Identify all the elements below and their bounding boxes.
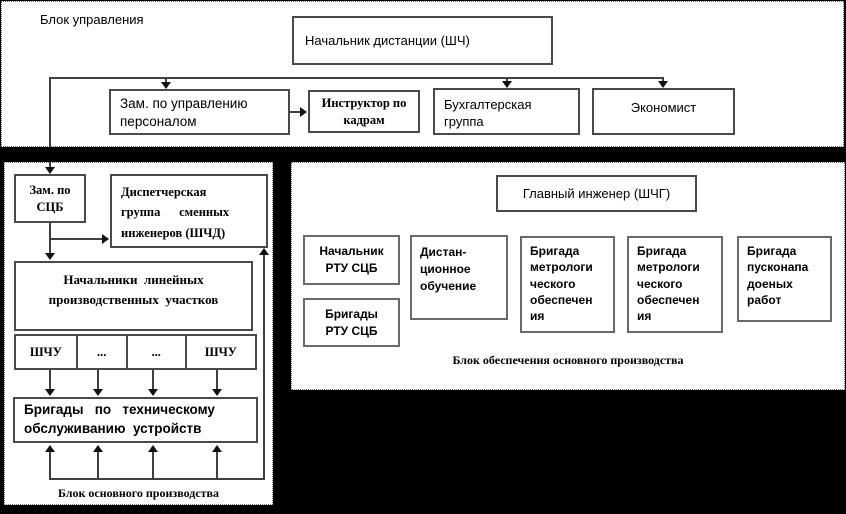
- connector-shchu-drop: [49, 370, 51, 389]
- connector-bus-left-drop: [49, 77, 51, 147]
- connector-up-stem: [216, 452, 218, 479]
- connector-up-stem: [49, 452, 51, 479]
- arrowhead-to-accounting: [502, 81, 512, 88]
- connector-up-stem: [97, 452, 99, 479]
- connector-shchu-drop: [152, 370, 154, 389]
- shchu-row: ШЧУ ... ... ШЧУ: [14, 334, 257, 370]
- arrowhead-to-brigades: [45, 389, 55, 396]
- arrowhead-to-economist: [658, 81, 668, 88]
- arrowhead-to-brigades: [148, 389, 158, 396]
- box-chief-shch: Начальник дистанции (ШЧ): [292, 16, 553, 65]
- arrowhead-to-brigades: [93, 389, 103, 396]
- connector-up-stem: [152, 452, 154, 479]
- arrowhead-up-to-brigades: [93, 445, 103, 452]
- management-block-label: Блок управления: [40, 12, 144, 27]
- connector-feedback-bottom: [49, 478, 265, 480]
- arrowhead-up-to-brigades: [212, 445, 222, 452]
- box-rtu-brigades: Бригады РТУ СЦБ: [303, 298, 400, 347]
- box-deputy-scb: Зам. по СЦБ: [14, 174, 86, 223]
- box-deputy-hr: Зам. по управлению персоналом: [109, 89, 290, 135]
- connector-stem-deputy-hr: [165, 79, 167, 83]
- connector-feedback-right: [263, 255, 265, 479]
- box-metrology-brigade-2: Бригада метрологи ческого обеспечен ия: [627, 236, 723, 333]
- arrowhead-up-to-brigades: [148, 445, 158, 452]
- box-chief-engineer: Главный инженер (ШЧГ): [496, 175, 697, 212]
- box-rtu-chief: Начальник РТУ СЦБ: [303, 235, 400, 285]
- box-metrology-brigade-1: Бригада метрологи ческого обеспечен ия: [520, 236, 615, 333]
- box-line-chiefs: Начальники линейных производственных уча…: [14, 261, 253, 331]
- shchu-cell-ellipsis: ...: [128, 336, 187, 368]
- arrowhead-to-dispatch-bottom: [259, 248, 269, 255]
- connector-scb-down: [49, 223, 51, 240]
- connector-entry-drop: [49, 162, 51, 168]
- shchu-cell: ШЧУ: [16, 336, 78, 368]
- box-accounting-group: Бухгалтерская группа: [433, 88, 580, 135]
- arrowhead-to-instructor: [300, 107, 307, 117]
- arrowhead-to-dispatch: [102, 234, 109, 244]
- arrowhead-to-deputy-scb: [45, 167, 55, 174]
- arrowhead-to-brigades: [212, 389, 222, 396]
- connector-shchu-drop: [97, 370, 99, 389]
- connector-deputy-to-instructor: [290, 111, 302, 113]
- connector-shchu-drop: [216, 370, 218, 389]
- box-hr-instructor: Инструктор по кадрам: [308, 90, 420, 133]
- arrowhead-up-to-brigades: [45, 445, 55, 452]
- main-production-label: Блок основного производства: [57, 486, 220, 500]
- connector-scb-continue: [49, 238, 51, 254]
- box-economist: Экономист: [592, 88, 735, 135]
- support-block-label: Блок обеспечения основного производства: [452, 353, 684, 367]
- connector-bus-horizontal: [49, 77, 664, 79]
- box-distance-learning: Дистан- ционное обучение: [410, 235, 508, 320]
- arrowhead-to-line-chiefs: [45, 253, 55, 260]
- arrowhead-to-deputy-hr: [161, 82, 171, 89]
- shchu-cell-ellipsis: ...: [78, 336, 128, 368]
- box-dispatch-group: Диспетчерская группа сменных инженеров (…: [110, 174, 268, 248]
- shchu-cell: ШЧУ: [204, 344, 237, 359]
- box-commissioning-brigade: Бригада пусконапа доеных работ: [737, 236, 832, 322]
- box-maintenance-brigades: Бригады по техническому обслуживанию уст…: [13, 397, 258, 443]
- connector-scb-branch: [49, 238, 103, 240]
